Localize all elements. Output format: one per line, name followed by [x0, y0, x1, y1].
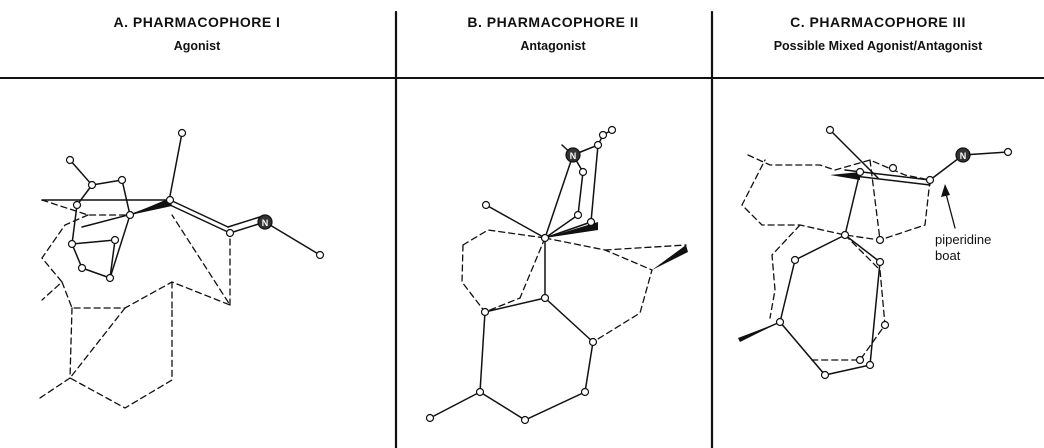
nitrogen-atom-a	[257, 214, 273, 230]
panel-c-title: C. PHARMACOPHORE III	[790, 14, 966, 30]
panel-a-subtitle: Agonist	[173, 39, 221, 53]
nitrogen-label-a: N	[262, 218, 269, 228]
panel-a-molecule: N	[36, 128, 325, 409]
nitrogen-atom-b	[565, 147, 581, 163]
annotation-line-2: boat	[935, 248, 961, 263]
panel-b-subtitle: Antagonist	[520, 39, 586, 53]
panel-c-molecule: N	[738, 125, 1013, 380]
panel-b-molecule: N	[425, 125, 688, 425]
nitrogen-atom-c	[955, 147, 971, 163]
nitrogen-label-b: N	[570, 151, 577, 161]
panel-b-header: B. PHARMACOPHORE II Antagonist	[396, 0, 710, 53]
nitrogen-label-c: N	[960, 151, 967, 161]
annotation-line-1: piperidine	[935, 232, 991, 247]
panel-b-title: B. PHARMACOPHORE II	[467, 14, 639, 30]
panel-a-title: A. PHARMACOPHORE I	[113, 14, 281, 30]
panel-c-header: C. PHARMACOPHORE III Possible Mixed Agon…	[712, 0, 1044, 53]
panel-c-subtitle: Possible Mixed Agonist/Antagonist	[773, 39, 983, 53]
panel-a-header: A. PHARMACOPHORE I Agonist	[0, 0, 394, 53]
